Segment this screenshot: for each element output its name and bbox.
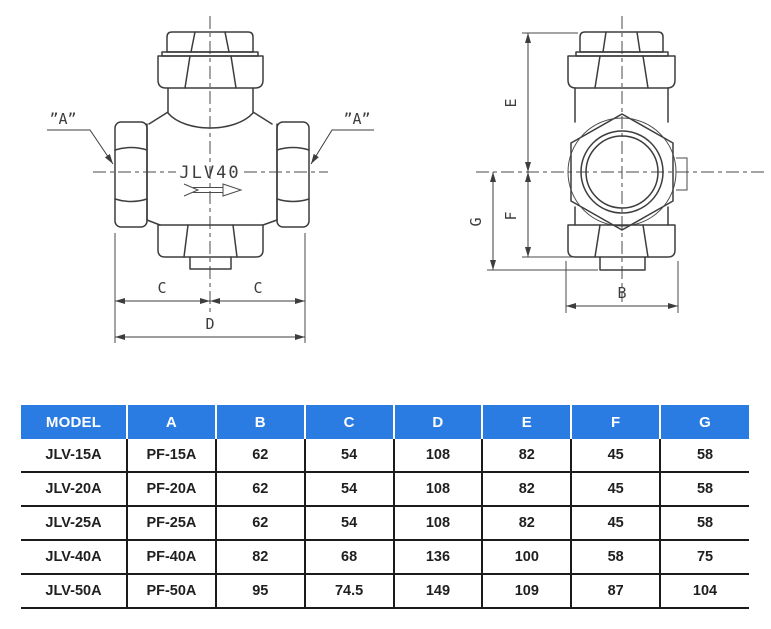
front-view-top-cap xyxy=(157,31,264,89)
col-header-a: A xyxy=(126,405,216,439)
cell-f: 45 xyxy=(570,472,661,506)
dim-label-e: E xyxy=(502,98,520,107)
dim-label-g: G xyxy=(467,217,485,226)
col-header-f: F xyxy=(570,405,661,439)
cell-c: 54 xyxy=(303,472,394,506)
flow-direction-arrow xyxy=(183,183,243,197)
dim-label-b: B xyxy=(617,284,626,302)
cell-a: PF-40A xyxy=(126,540,216,574)
cell-d: 149 xyxy=(392,574,483,608)
cell-a: PF-25A xyxy=(126,506,216,540)
drawing-panel: JLV40 ”A” ”A” C C D xyxy=(47,16,766,343)
col-header-b: B xyxy=(214,405,305,439)
front-view-port-nut-right xyxy=(276,121,310,228)
callout-a-left: ”A” xyxy=(47,110,114,165)
cell-g: 75 xyxy=(659,540,749,574)
cell-d: 108 xyxy=(392,472,483,506)
dim-label-c-right: C xyxy=(253,279,262,297)
col-header-e: E xyxy=(481,405,572,439)
cell-d: 108 xyxy=(392,506,483,540)
cell-e: 82 xyxy=(481,472,572,506)
cell-b: 95 xyxy=(214,574,305,608)
side-view-dimensions: E F G B xyxy=(467,32,679,313)
side-view-body xyxy=(567,87,688,231)
cell-a: PF-20A xyxy=(126,472,216,506)
cell-a: PF-15A xyxy=(126,439,216,472)
cell-c: 54 xyxy=(303,506,394,540)
cell-model: JLV-50A xyxy=(21,574,127,608)
cell-f: 45 xyxy=(570,506,661,540)
cell-model: JLV-20A xyxy=(21,472,127,506)
cell-e: 82 xyxy=(481,506,572,540)
cell-b: 62 xyxy=(214,506,305,540)
cell-model: JLV-25A xyxy=(21,506,127,540)
side-view-top-cap xyxy=(567,31,676,89)
cell-f: 58 xyxy=(570,540,661,574)
table-row-jlv-20a: JLV-20A PF-20A 62 54 108 82 45 58 xyxy=(21,472,749,506)
cell-c: 68 xyxy=(303,540,394,574)
cell-d: 108 xyxy=(392,439,483,472)
cell-g: 58 xyxy=(659,506,749,540)
front-view-centerlines xyxy=(93,16,328,314)
table-header-row: MODEL A B C D E F G xyxy=(21,405,749,439)
col-header-g: G xyxy=(659,405,749,439)
front-view-bottom-nut xyxy=(157,224,264,270)
side-view: E F G B xyxy=(467,16,766,313)
valve-technical-drawing: JLV40 ”A” ”A” C C D xyxy=(47,16,766,343)
cell-f: 87 xyxy=(570,574,661,608)
cell-f: 45 xyxy=(570,439,661,472)
cell-c: 54 xyxy=(303,439,394,472)
front-view-dimensions: C C D xyxy=(114,233,306,343)
cell-c: 74.5 xyxy=(303,574,394,608)
table-row-jlv-40a: JLV-40A PF-40A 82 68 136 100 58 75 xyxy=(21,540,749,574)
col-header-c: C xyxy=(303,405,394,439)
cell-g: 58 xyxy=(659,439,749,472)
front-view-body xyxy=(146,87,278,226)
callout-a-left-label: ”A” xyxy=(49,110,76,128)
cell-g: 58 xyxy=(659,472,749,506)
cell-model: JLV-15A xyxy=(21,439,127,472)
cell-e: 82 xyxy=(481,439,572,472)
table-row-jlv-50a: JLV-50A PF-50A 95 74.5 149 109 87 104 xyxy=(21,574,749,608)
cell-b: 62 xyxy=(214,439,305,472)
side-view-bottom-nut xyxy=(567,224,676,271)
table-row-jlv-25a: JLV-25A PF-25A 62 54 108 82 45 58 xyxy=(21,506,749,540)
valve-model-marking: JLV40 xyxy=(179,163,240,183)
callout-a-right-label: ”A” xyxy=(343,110,370,128)
table-row-jlv-15a: JLV-15A PF-15A 62 54 108 82 45 58 xyxy=(21,439,749,472)
cell-g: 104 xyxy=(659,574,749,608)
col-header-d: D xyxy=(392,405,483,439)
cell-b: 82 xyxy=(214,540,305,574)
dim-label-d: D xyxy=(205,315,214,333)
front-view: JLV40 ”A” ”A” C C D xyxy=(47,16,374,343)
col-header-model: MODEL xyxy=(21,405,127,439)
cell-e: 100 xyxy=(481,540,572,574)
front-view-port-nut-left xyxy=(114,121,148,228)
cell-e: 109 xyxy=(481,574,572,608)
side-view-centerlines xyxy=(476,16,766,302)
callout-a-right: ”A” xyxy=(310,110,374,165)
dim-label-c-left: C xyxy=(157,279,166,297)
cell-a: PF-50A xyxy=(126,574,216,608)
dim-label-f: F xyxy=(502,211,520,220)
dimension-table: MODEL A B C D E F G JLV-15A PF-15A 62 54… xyxy=(21,405,749,609)
cell-model: JLV-40A xyxy=(21,540,127,574)
cell-b: 62 xyxy=(214,472,305,506)
cell-d: 136 xyxy=(392,540,483,574)
